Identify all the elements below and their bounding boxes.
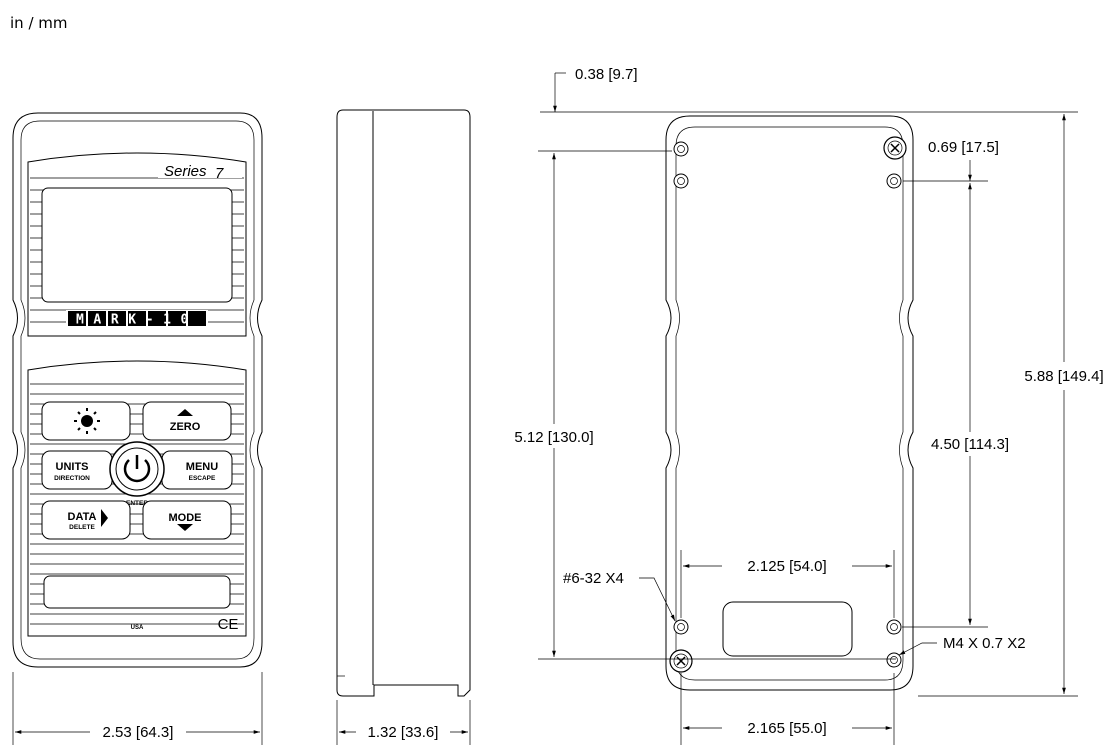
large-thread-callout: M4 X 0.7 X2 bbox=[943, 635, 1026, 652]
depth-dimension: 1.32 [33.6] bbox=[368, 724, 439, 741]
label-window bbox=[43, 575, 231, 609]
zero-label: ZERO bbox=[170, 421, 201, 433]
screw-top-right-inner bbox=[886, 173, 902, 189]
menu-key[interactable]: MENU ESCAPE bbox=[161, 450, 233, 490]
battery-window bbox=[722, 601, 853, 657]
front-inner-outline bbox=[20, 120, 255, 660]
small-thread-callout: #6-32 X4 bbox=[563, 570, 624, 587]
menu-label: MENU bbox=[186, 461, 218, 473]
sun-icon bbox=[81, 415, 93, 427]
enter-label: ENTER bbox=[126, 500, 148, 507]
outer-hole-spacing-dimension: 5.12 [130.0] bbox=[514, 429, 593, 446]
arrow-right-icon bbox=[101, 509, 108, 527]
arrow-down-icon bbox=[177, 524, 193, 531]
series-number: 7 bbox=[215, 165, 224, 182]
data-label: DATA bbox=[68, 511, 97, 523]
keypad-panel bbox=[27, 360, 247, 637]
total-height-dimension: 5.88 [149.4] bbox=[1024, 368, 1103, 385]
brand-text: MARK-10 bbox=[76, 313, 198, 328]
units-key[interactable]: UNITS DIRECTION bbox=[41, 450, 113, 490]
screw-bottom-left-inner bbox=[673, 619, 689, 635]
mode-key[interactable]: MODE bbox=[142, 500, 232, 540]
side-outline bbox=[336, 109, 471, 697]
lcd-screen bbox=[41, 187, 233, 303]
display-panel bbox=[27, 152, 247, 337]
direction-label: DIRECTION bbox=[54, 475, 90, 482]
width-dimension: 2.53 [64.3] bbox=[103, 724, 174, 741]
power-enter-key[interactable]: ENTER bbox=[109, 441, 165, 507]
screw-top-right-large bbox=[883, 136, 907, 160]
screw-bottom-left-large bbox=[669, 649, 693, 673]
inner-hole-spacing-dimension: 4.50 [114.3] bbox=[931, 436, 1009, 453]
backlight-key[interactable] bbox=[41, 401, 131, 441]
hole-offset-dimension: 0.69 [17.5] bbox=[928, 139, 999, 156]
brand-logo: MARK-10 bbox=[68, 311, 206, 328]
power-icon bbox=[123, 459, 151, 483]
front-outline bbox=[12, 112, 263, 668]
outer-width-dimension: 2.165 [55.0] bbox=[747, 720, 826, 737]
screw-top-left-inner bbox=[673, 173, 689, 189]
escape-label: ESCAPE bbox=[189, 475, 216, 482]
back-inner-outline bbox=[675, 126, 904, 681]
screw-top-left bbox=[673, 141, 689, 157]
arrow-up-icon bbox=[177, 409, 193, 416]
zero-key[interactable]: ZERO bbox=[142, 401, 232, 441]
data-key[interactable]: DATA DELETE bbox=[41, 500, 131, 540]
side-view: 1.32 [33.6] bbox=[336, 109, 471, 745]
top-offset-dimension: 0.38 [9.7] bbox=[575, 66, 638, 83]
units-label: UNITS bbox=[56, 461, 89, 473]
screw-bottom-right bbox=[886, 652, 902, 668]
back-view: 0.38 [9.7] 0.69 [17.5] 5.88 [149.4] 4.50… bbox=[514, 66, 1104, 745]
country-label: USA bbox=[131, 625, 144, 631]
front-view: Series 7 MARK-10 bbox=[12, 112, 263, 745]
screw-bottom-right-inner bbox=[886, 619, 902, 635]
ce-mark: CE bbox=[218, 616, 239, 633]
inner-width-dimension: 2.125 [54.0] bbox=[747, 558, 826, 575]
back-outline bbox=[665, 115, 914, 691]
mode-label: MODE bbox=[169, 512, 202, 524]
delete-label: DELETE bbox=[69, 524, 95, 531]
units-label: in / mm bbox=[10, 14, 68, 32]
series-label: Series bbox=[164, 163, 207, 180]
